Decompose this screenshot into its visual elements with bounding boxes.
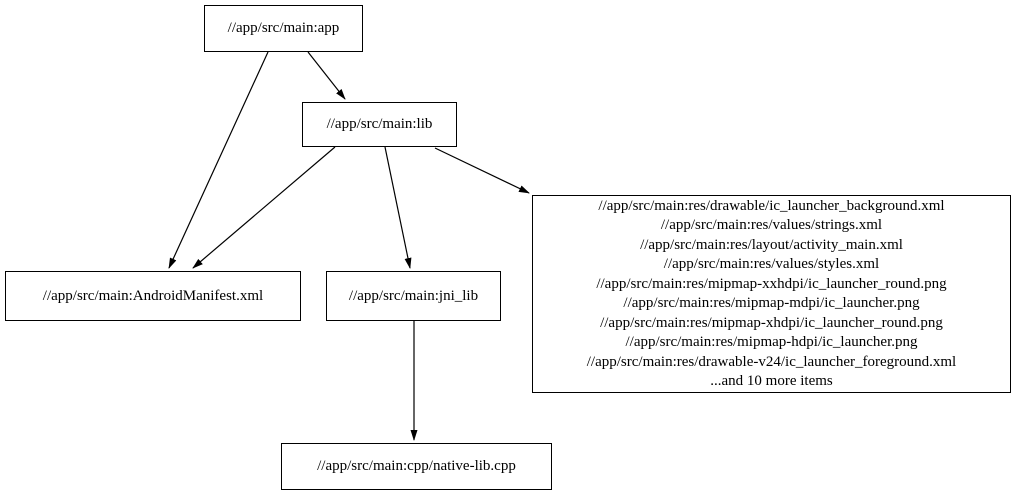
edge-app-to-android-manifest: [168, 51, 269, 269]
node-app-label: //app/src/main:app: [227, 20, 340, 36]
node-resources-group: //app/src/main:res/drawable/ic_launcher_…: [532, 195, 1011, 393]
resource-item: //app/src/main:res/drawable/ic_launcher_…: [598, 197, 945, 214]
node-lib-label: //app/src/main:lib: [326, 116, 433, 132]
edge-lib-to-resources: [434, 147, 530, 194]
resource-item-more: ...and 10 more items: [710, 373, 833, 389]
node-native-lib-cpp: //app/src/main:cpp/native-lib.cpp: [281, 443, 552, 490]
edge-app-to-lib: [307, 51, 346, 100]
resource-item: //app/src/main:res/mipmap-mdpi/ic_launch…: [623, 295, 920, 311]
node-android-manifest: //app/src/main:AndroidManifest.xml: [5, 271, 301, 321]
node-native-lib-cpp-label: //app/src/main:cpp/native-lib.cpp: [317, 458, 516, 474]
node-jni-lib: //app/src/main:jni_lib: [326, 271, 501, 321]
resource-item: //app/src/main:res/values/styles.xml: [663, 256, 880, 272]
resource-item: //app/src/main:res/mipmap-hdpi/ic_launch…: [625, 334, 918, 350]
node-app: //app/src/main:app: [204, 5, 363, 52]
node-jni-lib-label: //app/src/main:jni_lib: [348, 287, 479, 304]
resource-item: //app/src/main:res/mipmap-xhdpi/ic_launc…: [600, 314, 943, 331]
node-lib: //app/src/main:lib: [302, 102, 457, 147]
resource-item: //app/src/main:res/layout/activity_main.…: [640, 236, 903, 253]
resource-item: //app/src/main:res/values/strings.xml: [660, 217, 883, 233]
edge-lib-to-android-manifest: [192, 146, 336, 269]
resource-item: //app/src/main:res/drawable-v24/ic_launc…: [586, 353, 957, 370]
resource-item: //app/src/main:res/mipmap-xxhdpi/ic_laun…: [596, 275, 947, 292]
edge-lib-to-jni-lib: [384, 146, 412, 269]
node-android-manifest-label: //app/src/main:AndroidManifest.xml: [42, 287, 264, 304]
